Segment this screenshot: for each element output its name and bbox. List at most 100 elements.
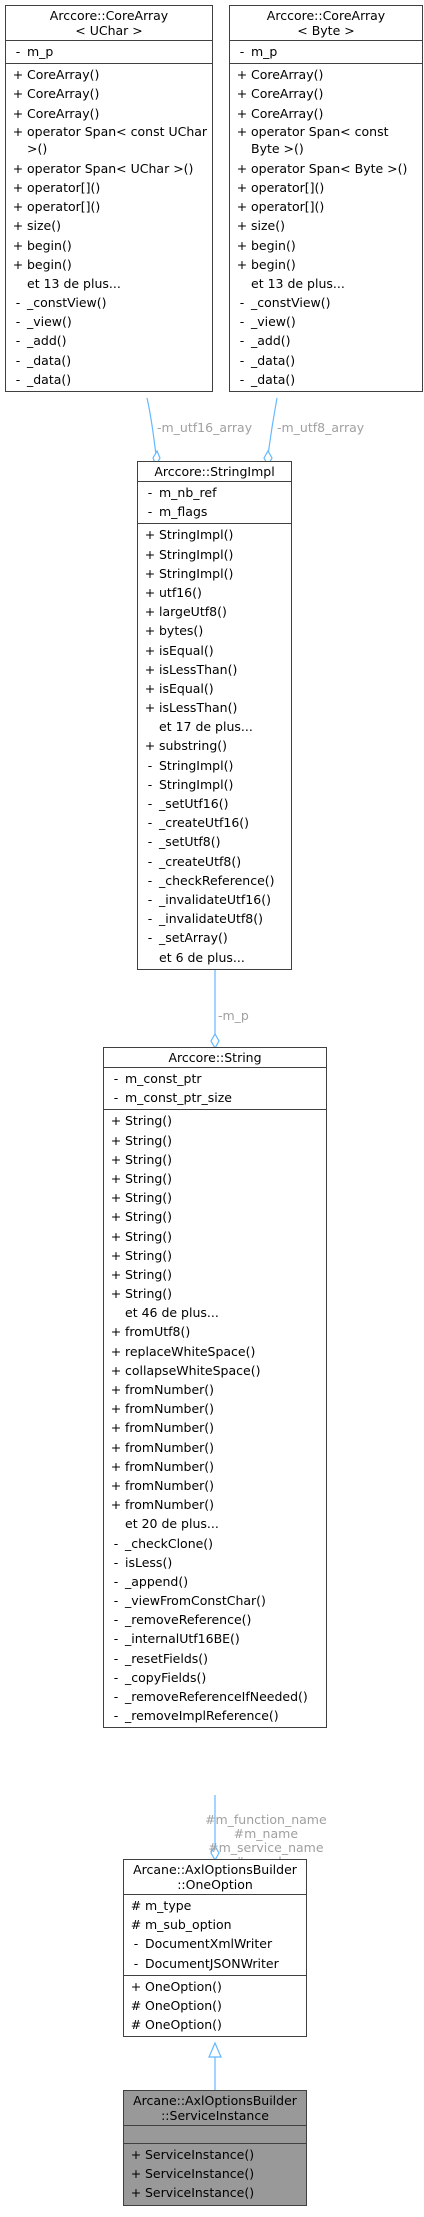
operation-row[interactable]: -_internalUtf16BE() xyxy=(104,1629,326,1648)
class-title[interactable]: Arcane::AxlOptionsBuilder::OneOption xyxy=(124,1860,306,1894)
attribute-row[interactable]: -m_p xyxy=(6,42,212,61)
operation-row[interactable]: +CoreArray() xyxy=(6,84,212,103)
operation-row[interactable]: -_data() xyxy=(6,351,212,370)
operation-row[interactable]: -_data() xyxy=(6,370,212,389)
operation-row[interactable]: +String() xyxy=(104,1150,326,1169)
attribute-row[interactable]: #m_sub_option xyxy=(124,1915,306,1934)
attribute-row[interactable]: #m_type xyxy=(124,1896,306,1915)
class-box-serviceinstance[interactable]: Arcane::AxlOptionsBuilder::ServiceInstan… xyxy=(123,2090,307,2206)
operation-row[interactable]: +String() xyxy=(104,1111,326,1130)
operation-row[interactable]: +operator[]() xyxy=(6,178,212,197)
class-box-string[interactable]: Arccore::String-m_const_ptr-m_const_ptr_… xyxy=(103,1047,327,1729)
operation-row[interactable]: +begin() xyxy=(230,255,422,274)
attribute-row[interactable]: -m_flags xyxy=(138,502,291,521)
operation-row[interactable]: +fromNumber() xyxy=(104,1418,326,1437)
operation-row[interactable]: et 13 de plus... xyxy=(6,274,212,293)
operation-row[interactable]: -_view() xyxy=(6,312,212,331)
operation-row[interactable]: +largeUtf8() xyxy=(138,602,291,621)
operation-row[interactable]: et 6 de plus... xyxy=(138,948,291,967)
operation-row[interactable]: +fromNumber() xyxy=(104,1457,326,1476)
operation-row[interactable]: +operator Span< Byte >() xyxy=(230,159,422,178)
operation-row[interactable]: et 13 de plus... xyxy=(230,274,422,293)
operation-row[interactable]: -_append() xyxy=(104,1572,326,1591)
operation-row[interactable]: -_copyFields() xyxy=(104,1668,326,1687)
operation-row[interactable]: +String() xyxy=(104,1131,326,1150)
operation-row[interactable]: -_constView() xyxy=(6,293,212,312)
operation-row[interactable]: -_resetFields() xyxy=(104,1649,326,1668)
operation-row[interactable]: +CoreArray() xyxy=(230,65,422,84)
operation-row[interactable]: +CoreArray() xyxy=(6,104,212,123)
operation-row[interactable]: +ServiceInstance() xyxy=(124,2164,306,2183)
operation-row[interactable]: +begin() xyxy=(230,236,422,255)
attribute-row[interactable]: -m_p xyxy=(230,42,422,61)
class-box-stringimpl[interactable]: Arccore::StringImpl-m_nb_ref-m_flags+Str… xyxy=(137,461,292,970)
operation-row[interactable]: -StringImpl() xyxy=(138,775,291,794)
operation-row[interactable]: +begin() xyxy=(6,255,212,274)
operation-row[interactable]: +bytes() xyxy=(138,621,291,640)
class-title[interactable]: Arccore::CoreArray< Byte > xyxy=(230,6,422,40)
class-box-oneoption[interactable]: Arcane::AxlOptionsBuilder::OneOption#m_t… xyxy=(123,1859,307,2038)
operation-row[interactable]: +String() xyxy=(104,1188,326,1207)
operation-row[interactable]: +CoreArray() xyxy=(6,65,212,84)
operation-row[interactable]: -_data() xyxy=(230,370,422,389)
operation-row[interactable]: +String() xyxy=(104,1246,326,1265)
operation-row[interactable]: -_setArray() xyxy=(138,928,291,947)
class-title[interactable]: Arcane::AxlOptionsBuilder::ServiceInstan… xyxy=(124,2091,306,2125)
operation-row[interactable]: +begin() xyxy=(6,236,212,255)
operation-row[interactable]: +isLessThan() xyxy=(138,698,291,717)
operation-row[interactable]: -_setUtf16() xyxy=(138,794,291,813)
operation-row[interactable]: -_viewFromConstChar() xyxy=(104,1591,326,1610)
operation-row[interactable]: -_createUtf8() xyxy=(138,852,291,871)
operation-row[interactable]: +fromNumber() xyxy=(104,1399,326,1418)
operation-row[interactable]: +String() xyxy=(104,1284,326,1303)
operation-row[interactable]: et 20 de plus... xyxy=(104,1514,326,1533)
operation-row[interactable]: -_invalidateUtf8() xyxy=(138,909,291,928)
operation-row[interactable]: et 46 de plus... xyxy=(104,1303,326,1322)
operation-row[interactable]: +fromNumber() xyxy=(104,1495,326,1514)
operation-row[interactable]: +fromNumber() xyxy=(104,1380,326,1399)
operation-row[interactable]: +operator Span< const UChar >() xyxy=(6,123,212,159)
attribute-row[interactable]: -DocumentJSONWriter xyxy=(124,1954,306,1973)
operation-row[interactable]: +isLessThan() xyxy=(138,660,291,679)
operation-row[interactable]: -_invalidateUtf16() xyxy=(138,890,291,909)
operation-row[interactable]: +collapseWhiteSpace() xyxy=(104,1361,326,1380)
operation-row[interactable]: -_add() xyxy=(230,331,422,350)
operation-row[interactable]: +operator[]() xyxy=(230,178,422,197)
operation-row[interactable]: +fromUtf8() xyxy=(104,1322,326,1341)
operation-row[interactable]: +CoreArray() xyxy=(230,84,422,103)
operation-row[interactable]: -_constView() xyxy=(230,293,422,312)
operation-row[interactable]: +substring() xyxy=(138,736,291,755)
operation-row[interactable]: -_removeReferenceIfNeeded() xyxy=(104,1687,326,1706)
class-title[interactable]: Arccore::CoreArray< UChar > xyxy=(6,6,212,40)
operation-row[interactable]: et 17 de plus... xyxy=(138,717,291,736)
operation-row[interactable]: +StringImpl() xyxy=(138,525,291,544)
operation-row[interactable]: +replaceWhiteSpace() xyxy=(104,1342,326,1361)
attribute-row[interactable]: -m_const_ptr xyxy=(104,1069,326,1088)
operation-row[interactable]: -_setUtf8() xyxy=(138,832,291,851)
operation-row[interactable]: +ServiceInstance() xyxy=(124,2183,306,2202)
operation-row[interactable]: +isEqual() xyxy=(138,641,291,660)
operation-row[interactable]: +StringImpl() xyxy=(138,564,291,583)
operation-row[interactable]: +operator[]() xyxy=(6,197,212,216)
operation-row[interactable]: -_removeReference() xyxy=(104,1610,326,1629)
operation-row[interactable]: #OneOption() xyxy=(124,1996,306,2015)
operation-row[interactable]: +size() xyxy=(230,216,422,235)
operation-row[interactable]: +String() xyxy=(104,1169,326,1188)
attribute-row[interactable]: -m_const_ptr_size xyxy=(104,1088,326,1107)
operation-row[interactable]: -_checkReference() xyxy=(138,871,291,890)
operation-row[interactable]: +fromNumber() xyxy=(104,1438,326,1457)
class-title[interactable]: Arccore::StringImpl xyxy=(138,462,291,481)
class-box-corearray-byte[interactable]: Arccore::CoreArray< Byte >-m_p+CoreArray… xyxy=(229,5,423,392)
operation-row[interactable]: -_removeImplReference() xyxy=(104,1706,326,1725)
operation-row[interactable]: +OneOption() xyxy=(124,1977,306,1996)
operation-row[interactable]: +ServiceInstance() xyxy=(124,2145,306,2164)
operation-row[interactable]: +operator Span< UChar >() xyxy=(6,159,212,178)
operation-row[interactable]: -isLess() xyxy=(104,1553,326,1572)
operation-row[interactable]: +String() xyxy=(104,1265,326,1284)
operation-row[interactable]: +fromNumber() xyxy=(104,1476,326,1495)
operation-row[interactable]: -_add() xyxy=(6,331,212,350)
operation-row[interactable]: +utf16() xyxy=(138,583,291,602)
operation-row[interactable]: -_createUtf16() xyxy=(138,813,291,832)
operation-row[interactable]: #OneOption() xyxy=(124,2015,306,2034)
operation-row[interactable]: +CoreArray() xyxy=(230,104,422,123)
